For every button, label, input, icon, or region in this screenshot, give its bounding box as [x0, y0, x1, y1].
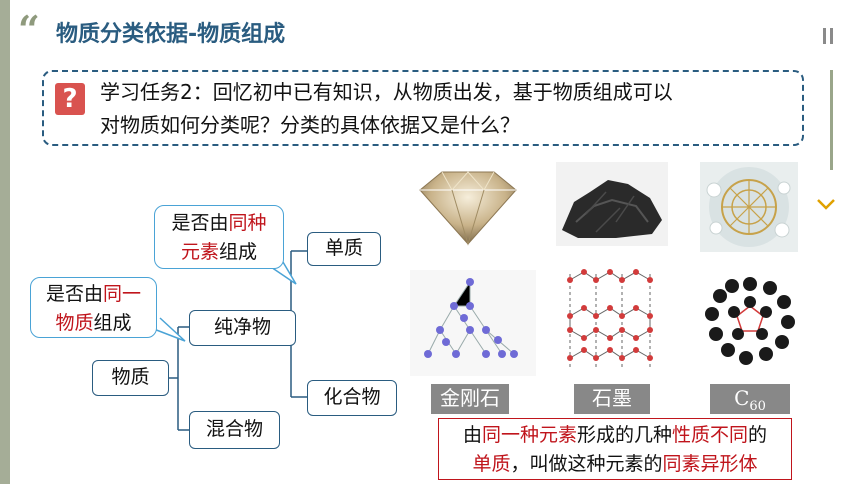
label-diamond: 金刚石	[431, 384, 509, 414]
graphite-photo	[556, 162, 668, 246]
diamond-structure-diagram	[410, 270, 536, 376]
graphite-structure-diagram	[567, 269, 653, 370]
c60-molecule-photo	[700, 162, 798, 252]
allotrope-definition: 由同一种元素形成的几种性质不同的 单质，叫做这种元素的同素异形体	[438, 418, 792, 480]
question-icon: ?	[55, 83, 85, 115]
diamond-photo	[419, 171, 517, 246]
left-decor-strip	[0, 0, 10, 484]
node-substance: 物质	[92, 360, 169, 396]
c60-structure-diagram	[705, 277, 795, 365]
task-text: 学习任务2：回忆初中已有知识，从物质出发，基于物质组成可以 对物质如何分类呢？分…	[100, 76, 790, 142]
pause-icon[interactable]	[821, 28, 835, 44]
label-c60: C60	[710, 384, 790, 414]
task-box	[42, 70, 804, 146]
node-pure-substance: 纯净物	[189, 310, 296, 346]
node-element-substance: 单质	[307, 232, 381, 266]
callout-same-substance: 是否由同一 物质组成	[30, 277, 157, 338]
quote-icon: “	[18, 7, 40, 52]
callout-same-element: 是否由同种 元素组成	[154, 205, 284, 269]
node-mixture: 混合物	[189, 411, 280, 449]
label-graphite: 石墨	[574, 384, 650, 414]
right-decor-strip	[830, 70, 833, 170]
node-compound: 化合物	[307, 380, 397, 416]
chevron-down-icon[interactable]	[815, 196, 837, 212]
task-line-2: 对物质如何分类呢？分类的具体依据又是什么？	[100, 113, 520, 137]
page-title: 物质分类依据-物质组成	[56, 22, 286, 47]
task-line-1: 学习任务2：回忆初中已有知识，从物质出发，基于物质组成可以	[100, 80, 673, 104]
